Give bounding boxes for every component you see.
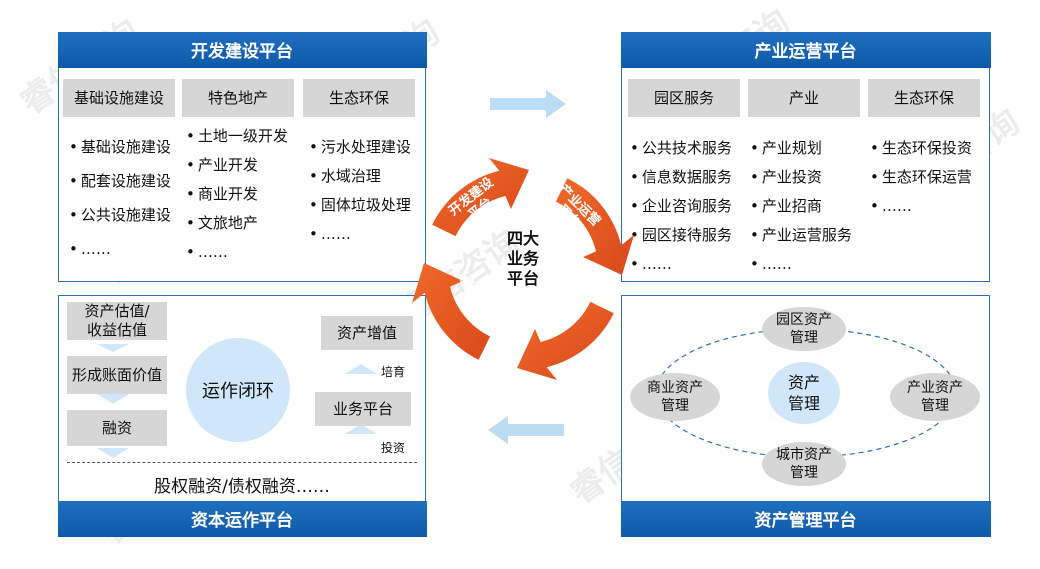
development-platform-title: 开发建设平台 — [57, 31, 427, 68]
node-industrial-asset: 产业资产 管理 — [890, 373, 980, 421]
cycle-segment-top-right — [555, 178, 634, 275]
cycle-segment-bottom-left — [412, 263, 491, 360]
step-arrows — [97, 344, 377, 458]
list-item: 基础设施建设 — [69, 130, 171, 164]
capital-operation-panel: 资产估值/ 收益估值 形成账面价值 融资 运作闭环 资产增值 业务平台 培育 投… — [57, 295, 427, 537]
operation-loop-circle: 运作闭环 — [186, 338, 290, 442]
list-item: 企业咨询服务 — [630, 192, 732, 221]
cycle-segment-bottom-right — [517, 301, 614, 380]
list-item: 生态环保运营 — [870, 163, 972, 192]
list-item: …… — [630, 250, 732, 279]
node-city-asset: 城市资产 管理 — [762, 442, 846, 486]
down-arrow-icon — [97, 394, 129, 404]
list-item: 产业开发 — [186, 151, 288, 180]
down-arrow-icon — [97, 344, 129, 352]
list-item: 产业投资 — [750, 163, 852, 192]
header-eco-environment: 生态环保 — [868, 79, 980, 117]
up-arrow-icon — [345, 424, 377, 434]
list-item: 配套设施建设 — [69, 164, 171, 198]
list-item: 商业开发 — [186, 180, 288, 209]
list-item: 园区接待服务 — [630, 221, 732, 250]
asset-management-center: 资产 管理 — [768, 362, 840, 424]
node-park-asset: 园区资产 管理 — [762, 307, 846, 351]
header-special-real-estate: 特色地产 — [182, 79, 294, 117]
step-financing: 融资 — [67, 410, 167, 446]
special-real-estate-list: 土地一级开发 产业开发 商业开发 文旅地产 …… — [186, 122, 288, 267]
up-arrow-icon — [345, 364, 377, 374]
list-item: 固体垃圾处理 — [309, 191, 411, 220]
capital-operation-title: 资本运作平台 — [57, 500, 427, 537]
asset-management-title: 资产管理平台 — [620, 500, 991, 537]
box-asset-appreciation: 资产增值 — [321, 316, 413, 350]
list-item: 信息数据服务 — [630, 163, 732, 192]
cycle-segment-top-left — [432, 158, 529, 237]
list-item: 产业规划 — [750, 134, 852, 163]
step-book-value: 形成账面价值 — [67, 356, 167, 394]
list-item: 污水处理建设 — [309, 133, 411, 162]
label-invest: 投资 — [381, 441, 406, 455]
header-infrastructure: 基础设施建设 — [63, 79, 175, 117]
list-item: …… — [870, 192, 972, 221]
list-item: 土地一级开发 — [186, 122, 288, 151]
list-item: …… — [186, 238, 288, 267]
header-industry: 产业 — [748, 79, 860, 117]
cycle-ring — [412, 158, 634, 380]
industry-operation-panel: 产业运营平台 园区服务 产业 生态环保 公共技术服务 信息数据服务 企业咨询服务… — [620, 31, 991, 282]
header-eco-environment: 生态环保 — [303, 79, 415, 117]
infrastructure-list: 基础设施建设 配套设施建设 公共设施建设 …… — [69, 130, 171, 266]
development-platform-panel: 开发建设平台 基础设施建设 特色地产 生态环保 基础设施建设 配套设施建设 公共… — [57, 31, 427, 282]
list-item: 文旅地产 — [186, 209, 288, 238]
eco-environment-list: 生态环保投资 生态环保运营 …… — [870, 134, 972, 221]
eco-environment-list: 污水处理建设 水域治理 固体垃圾处理 …… — [309, 133, 411, 249]
list-item: 产业运营服务 — [750, 221, 852, 250]
industry-operation-title: 产业运营平台 — [620, 31, 991, 68]
right-arrow-icon — [490, 90, 566, 118]
list-item: 水域治理 — [309, 162, 411, 191]
divider — [67, 462, 417, 463]
list-item: 公共设施建设 — [69, 198, 171, 232]
park-service-list: 公共技术服务 信息数据服务 企业咨询服务 园区接待服务 …… — [630, 134, 732, 279]
step-asset-valuation: 资产估值/ 收益估值 — [67, 302, 167, 340]
header-park-service: 园区服务 — [628, 79, 740, 117]
node-commercial-asset: 商业资产 管理 — [630, 373, 720, 421]
cycle-center-label: 四大 业务 平台 — [506, 229, 539, 288]
list-item: 生态环保投资 — [870, 134, 972, 163]
left-arrow-icon — [488, 416, 564, 444]
list-item: 产业招商 — [750, 192, 852, 221]
box-business-platform: 业务平台 — [315, 392, 411, 426]
list-item: …… — [69, 232, 171, 266]
industry-list: 产业规划 产业投资 产业招商 产业运营服务 …… — [750, 134, 852, 279]
asset-management-panel: 园区资产 管理 商业资产 管理 产业资产 管理 城市资产 管理 资产 管理 资产… — [620, 295, 991, 537]
list-item: 公共技术服务 — [630, 134, 732, 163]
list-item: …… — [750, 250, 852, 279]
label-cultivate: 培育 — [381, 365, 406, 379]
list-item: …… — [309, 220, 411, 249]
down-arrow-icon — [97, 448, 129, 458]
financing-methods: 股权融资/债权融资…… — [154, 477, 330, 497]
